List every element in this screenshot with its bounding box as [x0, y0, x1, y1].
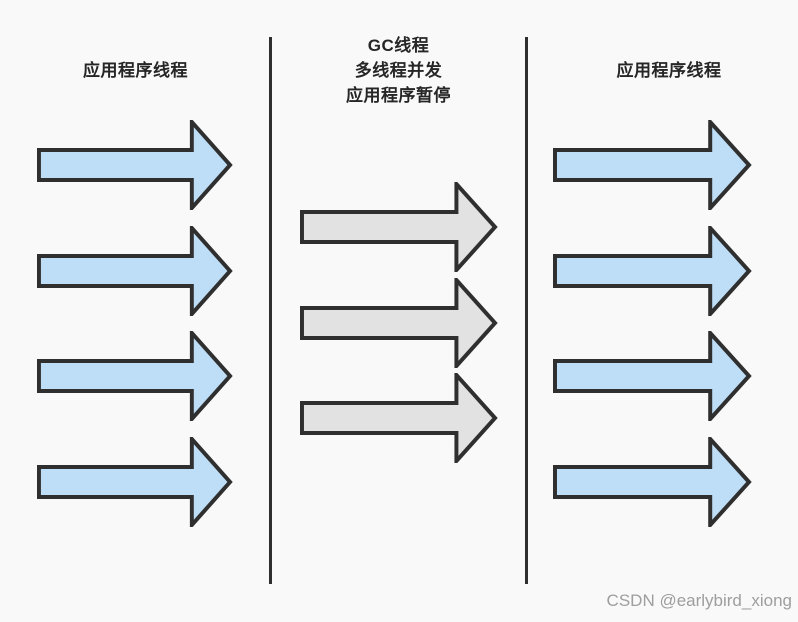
divider-line-left: [269, 37, 272, 584]
right-column-title: 应用程序线程: [616, 61, 722, 80]
flow-arrow-icon: [300, 182, 498, 272]
flow-arrow-icon: [553, 120, 752, 210]
flow-arrow-icon: [37, 225, 233, 316]
csdn-watermark: CSDN @earlybird_xiong: [606, 591, 792, 610]
flow-arrow-icon: [553, 331, 752, 421]
flow-arrow-icon: [37, 436, 233, 527]
middle-arrow-group: [300, 182, 498, 463]
flow-arrow-icon: [37, 331, 233, 421]
right-arrow-group: [553, 120, 752, 527]
flow-arrow-icon: [553, 436, 752, 527]
flow-arrow-icon: [300, 277, 498, 368]
middle-title-line-1: GC线程: [367, 36, 430, 55]
middle-column-title: GC线程 多线程并发 应用程序暂停: [271, 33, 526, 108]
left-column-title: 应用程序线程: [83, 61, 188, 80]
divider-line-right: [525, 37, 528, 584]
flow-arrow-icon: [553, 225, 752, 316]
flow-arrow-icon: [37, 120, 233, 210]
flow-arrow-icon: [300, 373, 498, 463]
left-arrow-group: [37, 120, 233, 527]
middle-title-line-2: 多线程并发: [354, 61, 443, 80]
middle-title-line-3: 应用程序暂停: [346, 86, 451, 105]
